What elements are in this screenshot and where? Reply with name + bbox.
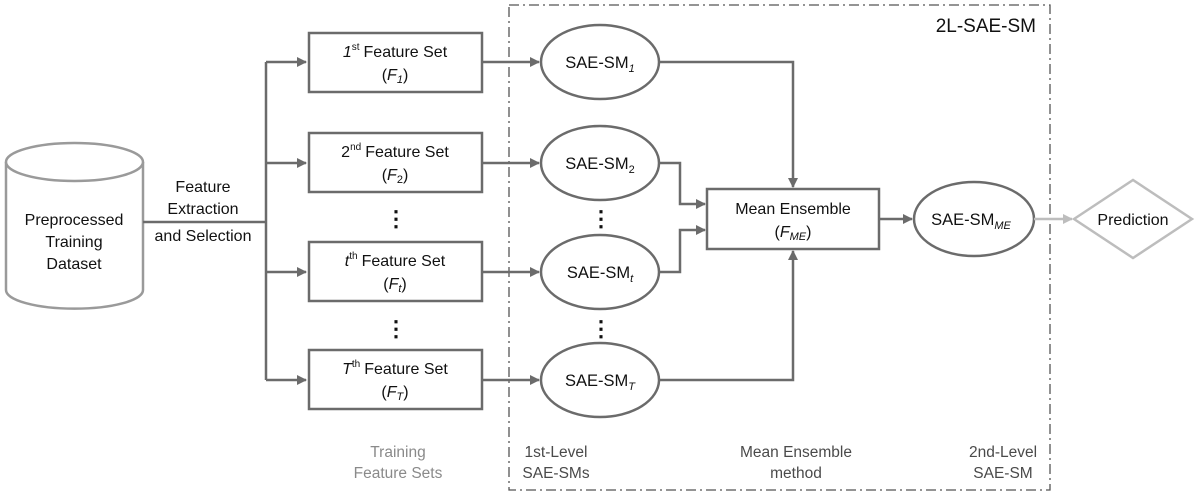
prediction-diamond: Prediction bbox=[1071, 178, 1195, 260]
sae-sm-T-base: SAE-SM bbox=[565, 372, 628, 390]
caption-training-feature-sets-line1: Training bbox=[370, 444, 425, 461]
feature-set-T-index: T bbox=[342, 361, 353, 378]
sae-sm-1: SAE-SM1 bbox=[539, 23, 661, 101]
caption-second-level-line2: SAE-SM bbox=[973, 465, 1032, 482]
feature-set-2-index: 2 bbox=[341, 144, 350, 161]
mean-ensemble-box: Mean Ensemble (FME) bbox=[705, 187, 881, 251]
svg-text:SAE-SM1: SAE-SM1 bbox=[565, 54, 634, 75]
feature-set-2-symbol: F bbox=[387, 167, 398, 184]
feature-set-t-symbol-sub: t bbox=[398, 283, 402, 295]
feature-set-1-label: Feature Set bbox=[364, 44, 448, 61]
model-to-ensemble-arrows bbox=[659, 60, 798, 382]
sae-sm-T-sub: T bbox=[628, 381, 636, 393]
feature-set-T: Tth Feature Set (FT) bbox=[307, 348, 484, 411]
boundary-title: 2L-SAE-SM bbox=[936, 16, 1036, 37]
feature-set-1-index: 1 bbox=[343, 44, 352, 61]
sae-sm-1-base: SAE-SM bbox=[565, 54, 628, 72]
extraction-label-line3: and Selection bbox=[155, 228, 252, 245]
dataset-label-line1: Preprocessed bbox=[25, 212, 124, 229]
extraction-label-line1: Feature bbox=[175, 179, 230, 196]
mean-ensemble-symbol: F bbox=[780, 224, 791, 241]
sae-sm-2: SAE-SM2 bbox=[539, 124, 661, 202]
feature-set-t-index: t bbox=[345, 253, 350, 270]
svg-text:(F1): (F1) bbox=[382, 67, 409, 86]
feature-set-1-sup: st bbox=[352, 42, 360, 53]
feature-set-T-symbol-sub: T bbox=[397, 391, 405, 403]
sae-sm-t-base: SAE-SM bbox=[567, 264, 630, 282]
sae-sm-me-sub: ME bbox=[994, 220, 1011, 232]
caption-training-feature-sets-line2: Feature Sets bbox=[354, 465, 443, 482]
sae-sm-T: SAE-SMT bbox=[539, 341, 661, 419]
feature-to-model-arrows bbox=[482, 57, 540, 385]
svg-text:SAE-SMt: SAE-SMt bbox=[567, 264, 634, 285]
extraction-label-line2: Extraction bbox=[167, 201, 238, 218]
sae-sm-2-sub: 2 bbox=[629, 164, 635, 176]
sae-sm-1-sub: 1 bbox=[629, 63, 635, 75]
sae-sm-me: SAE-SMME bbox=[912, 180, 1036, 258]
sae-sm-t-sub: t bbox=[630, 273, 634, 285]
svg-text:(Ft): (Ft) bbox=[383, 276, 407, 295]
feature-set-2-sup: nd bbox=[350, 142, 361, 153]
feature-set-t-symbol: F bbox=[389, 276, 400, 293]
caption-first-level-line2: SAE-SMs bbox=[522, 465, 589, 482]
sae-sm-boundary bbox=[508, 4, 1051, 491]
feature-set-T-sup: th bbox=[352, 359, 360, 370]
prediction-label: Prediction bbox=[1097, 212, 1168, 229]
caption-first-level-line1: 1st-Level bbox=[525, 444, 588, 461]
feature-set-1-symbol: F bbox=[387, 67, 398, 84]
svg-text:(F2): (F2) bbox=[382, 167, 409, 186]
feature-set-2-symbol-sub: 2 bbox=[397, 174, 403, 186]
mean-ensemble-symbol-sub: ME bbox=[790, 231, 807, 243]
sae-sm-me-base: SAE-SM bbox=[931, 211, 994, 229]
dataset-cylinder: Preprocessed Training Dataset bbox=[4, 141, 145, 310]
extraction-connector bbox=[143, 57, 307, 385]
feature-set-t-label: Feature Set bbox=[362, 253, 446, 270]
dataset-label-line3: Dataset bbox=[46, 256, 102, 273]
feature-set-ellipsis-1: ⋮ bbox=[385, 206, 407, 231]
svg-text:SAE-SMME: SAE-SMME bbox=[931, 211, 1011, 232]
model-ellipsis-2: ⋮ bbox=[590, 316, 612, 341]
feature-set-1-symbol-sub: 1 bbox=[397, 74, 403, 86]
mean-ensemble-label: Mean Ensemble bbox=[735, 201, 851, 218]
svg-text:(FT): (FT) bbox=[381, 384, 408, 403]
feature-set-T-label: Feature Set bbox=[364, 361, 448, 378]
dataset-label-line2: Training bbox=[45, 234, 102, 251]
caption-mean-ensemble-line2: method bbox=[770, 465, 822, 482]
feature-set-ellipsis-2: ⋮ bbox=[385, 316, 407, 341]
caption-second-level-line1: 2nd-Level bbox=[969, 444, 1037, 461]
feature-set-t-sup: th bbox=[349, 251, 357, 262]
svg-text:SAE-SMT: SAE-SMT bbox=[565, 372, 636, 393]
feature-set-2-label: Feature Set bbox=[365, 144, 449, 161]
svg-text:SAE-SM2: SAE-SM2 bbox=[565, 155, 634, 176]
sae-sm-2-base: SAE-SM bbox=[565, 155, 628, 173]
feature-set-T-symbol: F bbox=[387, 384, 398, 401]
sae-sm-t: SAE-SMt bbox=[539, 233, 661, 311]
caption-mean-ensemble-line1: Mean Ensemble bbox=[740, 444, 852, 461]
model-ellipsis-1: ⋮ bbox=[590, 206, 612, 231]
